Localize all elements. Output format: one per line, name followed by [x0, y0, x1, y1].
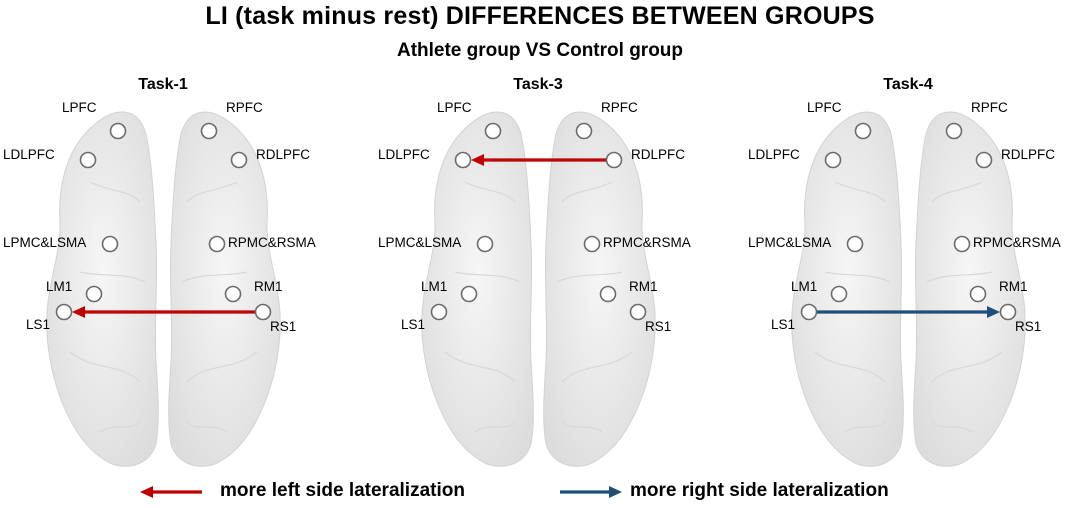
right-hemisphere: [168, 111, 281, 467]
left-hemisphere: [791, 111, 904, 467]
node-lpfc: [854, 122, 872, 140]
label-rpfc: RPFC: [226, 100, 263, 115]
arrow-head: [987, 306, 1000, 318]
node-lm1: [85, 285, 103, 303]
right-hemisphere: [913, 111, 1026, 467]
node-lm1: [460, 285, 478, 303]
node-rpfc: [945, 122, 963, 140]
label-rpfc: RPFC: [971, 100, 1008, 115]
node-rm1: [599, 285, 617, 303]
node-ls1: [800, 303, 818, 321]
label-lm1: LM1: [791, 279, 818, 294]
node-rm1: [969, 285, 987, 303]
right-arrow-legend-icon: [560, 486, 622, 498]
node-lpmc: [101, 235, 119, 253]
label-lpmc: LPMC&LSMA: [748, 235, 832, 250]
node-lpmc: [476, 235, 494, 253]
figure-title: LI (task minus rest) DIFFERENCES BETWEEN…: [205, 2, 875, 30]
label-rs1: RS1: [270, 319, 297, 334]
brain-diagram: [46, 111, 281, 467]
label-lpmc: LPMC&LSMA: [3, 235, 87, 250]
label-lm1: LM1: [421, 279, 448, 294]
node-ls1: [55, 303, 73, 321]
label-rpmc: RPMC&RSMA: [973, 235, 1061, 250]
panel-title: Task-1: [138, 76, 188, 93]
node-rdlpfc: [230, 151, 248, 169]
label-rm1: RM1: [254, 279, 283, 294]
node-ldlpfc: [454, 151, 472, 169]
right-hemisphere: [543, 111, 656, 467]
node-rdlpfc: [605, 151, 623, 169]
left-arrow-legend-icon: [140, 486, 202, 498]
node-rm1: [224, 285, 242, 303]
brain-diagram: [791, 111, 1026, 467]
label-ldlpfc: LDLPFC: [748, 147, 800, 162]
label-ls1: LS1: [771, 317, 796, 332]
label-ls1: LS1: [401, 317, 426, 332]
node-rs1: [629, 303, 647, 321]
label-rs1: RS1: [1015, 319, 1042, 334]
panel-title: Task-3: [513, 76, 563, 93]
label-rm1: RM1: [629, 279, 658, 294]
node-rpmc: [583, 235, 601, 253]
node-ls1: [430, 303, 448, 321]
label-ls1: LS1: [26, 317, 51, 332]
node-rpmc: [208, 235, 226, 253]
node-lpmc: [846, 235, 864, 253]
label-ldlpfc: LDLPFC: [3, 147, 55, 162]
node-rs1: [999, 303, 1017, 321]
figure-subtitle: Athlete group VS Control group: [396, 40, 684, 61]
label-lpmc: LPMC&LSMA: [378, 235, 462, 250]
node-ldlpfc: [79, 151, 97, 169]
label-rpmc: RPMC&RSMA: [228, 235, 316, 250]
arrow-head: [471, 154, 484, 166]
label-rdlpfc: RDLPFC: [256, 147, 311, 162]
node-rpfc: [575, 122, 593, 140]
label-ldlpfc: LDLPFC: [378, 147, 430, 162]
label-lpfc: LPFC: [62, 100, 97, 115]
brain-diagram: [421, 111, 656, 467]
legend-right-label: more right side lateralization: [630, 480, 889, 501]
node-rdlpfc: [975, 151, 993, 169]
label-rs1: RS1: [645, 319, 672, 334]
node-lpfc: [109, 122, 127, 140]
label-rpfc: RPFC: [601, 100, 638, 115]
panel-title: Task-4: [883, 76, 933, 93]
label-rdlpfc: RDLPFC: [631, 147, 686, 162]
label-lm1: LM1: [46, 279, 73, 294]
left-hemisphere: [421, 111, 534, 467]
node-rpmc: [953, 235, 971, 253]
node-ldlpfc: [824, 151, 842, 169]
label-lpfc: LPFC: [437, 100, 472, 115]
label-rdlpfc: RDLPFC: [1001, 147, 1056, 162]
legend-left-label: more left side lateralization: [220, 480, 465, 501]
legend: more left side lateralization more right…: [0, 480, 1080, 504]
node-lm1: [830, 285, 848, 303]
left-hemisphere: [46, 111, 159, 467]
node-lpfc: [484, 122, 502, 140]
arrow-head: [72, 306, 85, 318]
node-rpfc: [200, 122, 218, 140]
label-rpmc: RPMC&RSMA: [603, 235, 691, 250]
label-lpfc: LPFC: [807, 100, 842, 115]
node-rs1: [254, 303, 272, 321]
label-rm1: RM1: [999, 279, 1028, 294]
